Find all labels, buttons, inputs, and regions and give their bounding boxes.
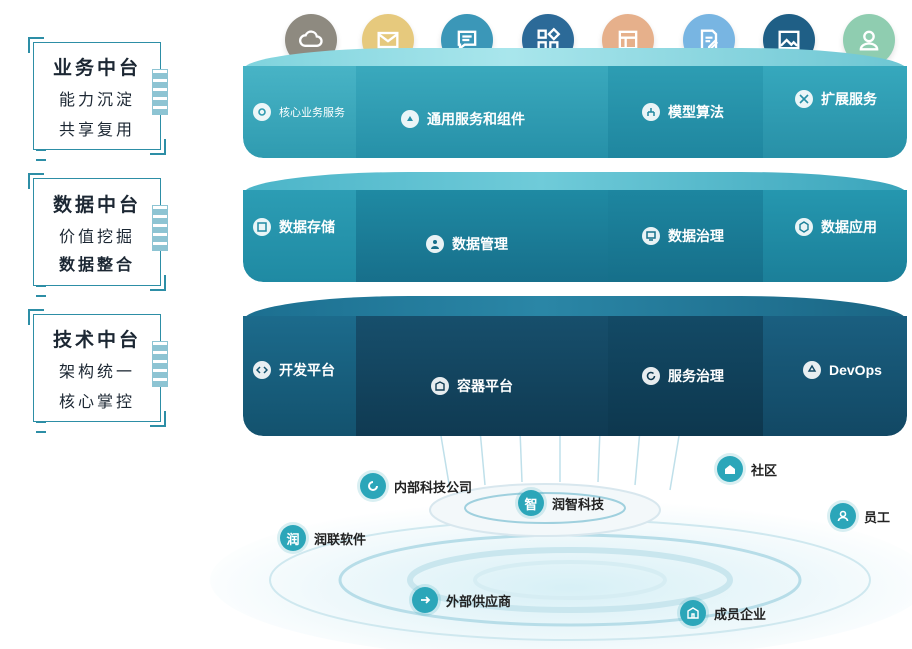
side-label-tech: 技术中台 架构统一 核心掌控 xyxy=(28,309,168,433)
segment-label: 模型算法 xyxy=(668,104,724,120)
recycle-icon xyxy=(803,361,821,379)
segment-data-storage[interactable]: 数据存储 xyxy=(253,217,335,237)
home-icon xyxy=(717,456,743,482)
node-label: 润智科技 xyxy=(552,496,605,512)
segment-label: 数据应用 xyxy=(821,219,877,235)
node-label: 润联软件 xyxy=(314,531,367,547)
node-badge: 润 xyxy=(280,525,306,551)
enterprise-icon xyxy=(680,600,706,626)
segment-common-services[interactable]: 通用服务和组件 xyxy=(401,109,525,129)
segment-data-application[interactable]: 数据应用 xyxy=(795,217,877,237)
layer-data: 数据存储 数据管理 数据治理 数据应用 xyxy=(243,172,907,284)
node-label: 成员企业 xyxy=(714,606,767,622)
side-label-data: 数据中台 价值挖掘 数据整合 xyxy=(28,173,168,297)
segment-core-business[interactable]: 核心业务服务 xyxy=(253,103,345,121)
layer-tech: 开发平台 容器平台 服务治理 DevOps xyxy=(243,296,907,438)
node-internal-tech[interactable]: 内部科技公司 xyxy=(360,473,472,499)
node-external-supplier[interactable]: 外部供应商 xyxy=(412,587,511,613)
segment-container-platform[interactable]: 容器平台 xyxy=(431,376,513,396)
code-icon xyxy=(253,361,271,379)
segment-devops[interactable]: DevOps xyxy=(803,361,882,379)
side-label-line2: 数据整合 xyxy=(58,254,135,274)
person-icon xyxy=(426,235,444,253)
segment-data-governance[interactable]: 数据治理 xyxy=(642,226,724,246)
segment-service-governance[interactable]: 服务治理 xyxy=(642,366,724,386)
node-runzhi-tech[interactable]: 智 润智科技 xyxy=(518,490,604,516)
side-label-line1: 价值挖掘 xyxy=(58,226,135,246)
layer-business: 核心业务服务 通用服务和组件 模型算法 扩展服务 xyxy=(243,48,907,160)
base-platform xyxy=(210,430,912,649)
loading-icon xyxy=(360,473,386,499)
segment-label: 数据存储 xyxy=(279,219,335,235)
side-label-title: 业务中台 xyxy=(52,56,141,79)
segment-label: 开发平台 xyxy=(279,362,335,378)
node-label: 外部供应商 xyxy=(446,593,512,609)
gear-icon xyxy=(253,103,271,121)
node-member-enterprise[interactable]: 成员企业 xyxy=(680,600,766,626)
node-label: 员工 xyxy=(864,509,891,525)
segment-model-algorithm[interactable]: 模型算法 xyxy=(642,102,724,122)
node-runlian-software[interactable]: 润 润联软件 xyxy=(280,525,366,551)
expand-icon xyxy=(795,90,813,108)
refresh-icon xyxy=(642,367,660,385)
node-label: 社区 xyxy=(751,462,778,478)
segment-label: 核心业务服务 xyxy=(279,107,345,119)
segment-label: DevOps xyxy=(829,362,882,378)
monitor-icon xyxy=(642,227,660,245)
cube-icon xyxy=(795,218,813,236)
segment-label: 数据治理 xyxy=(668,228,724,244)
building-icon xyxy=(431,377,449,395)
component-icon xyxy=(401,110,419,128)
node-label: 内部科技公司 xyxy=(394,479,473,495)
node-badge: 智 xyxy=(518,490,544,516)
side-label-title: 数据中台 xyxy=(52,193,141,216)
segment-dev-platform[interactable]: 开发平台 xyxy=(253,360,335,380)
side-label-business: 业务中台 能力沉淀 共享复用 xyxy=(28,37,168,161)
segment-extended-services[interactable]: 扩展服务 xyxy=(795,89,877,109)
side-label-line1: 架构统一 xyxy=(58,361,135,381)
arrow-right-icon xyxy=(412,587,438,613)
segment-label: 通用服务和组件 xyxy=(427,111,525,127)
employee-icon xyxy=(830,503,856,529)
hierarchy-icon xyxy=(642,103,660,121)
side-label-title: 技术中台 xyxy=(52,328,141,351)
segment-label: 扩展服务 xyxy=(821,91,877,107)
side-label-line1: 能力沉淀 xyxy=(58,89,135,109)
segment-data-management[interactable]: 数据管理 xyxy=(426,234,508,254)
node-community[interactable]: 社区 xyxy=(717,456,777,482)
segment-label: 容器平台 xyxy=(457,378,513,394)
segment-label: 数据管理 xyxy=(452,236,508,252)
segment-label: 服务治理 xyxy=(668,368,724,384)
node-employee[interactable]: 员工 xyxy=(830,503,890,529)
storage-icon xyxy=(253,218,271,236)
side-label-line2: 共享复用 xyxy=(58,119,135,139)
side-label-line2: 核心掌控 xyxy=(58,391,135,411)
